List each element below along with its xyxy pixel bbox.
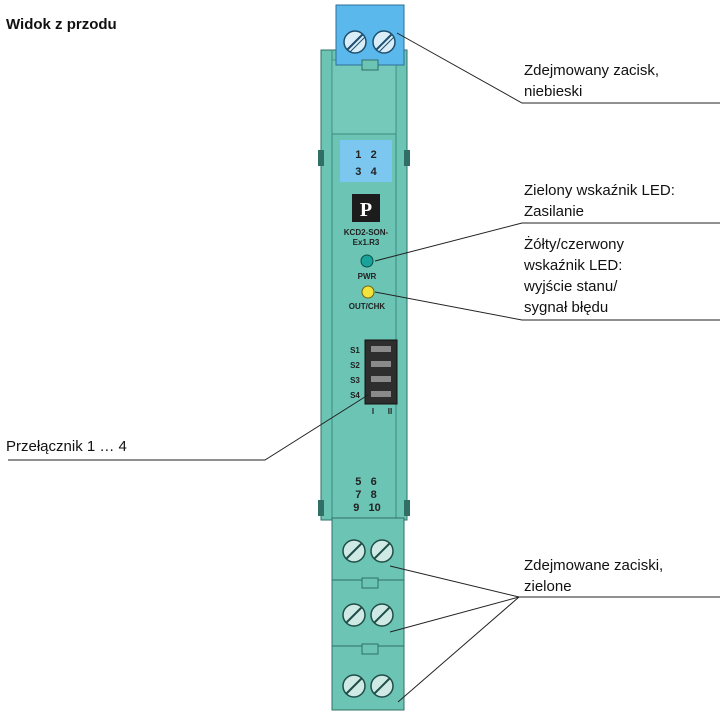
terminal-numbers-bottom-row3: 9 10 — [353, 502, 381, 514]
led-out-label: OUT/CHK — [349, 302, 386, 311]
callout-text: Zasilanie — [524, 203, 585, 220]
blue-terminal-block — [335, 4, 405, 71]
page-title: Widok z przodu — [6, 16, 117, 33]
model-line-1: KCD2-SON- — [344, 228, 389, 237]
terminal-numbers-bottom-row2: 7 8 — [355, 489, 376, 501]
yellow-led — [361, 285, 375, 299]
terminal-numbers-top-row1: 1 2 — [355, 149, 376, 161]
callout-text: wyjście stanu/ — [524, 278, 618, 295]
callout-text: zielone — [524, 578, 572, 595]
callout-text: Zielony wskaźnik LED: — [524, 182, 675, 199]
switch-pos-2: II — [388, 407, 392, 416]
switch-label-s4: S4 — [350, 391, 360, 400]
pepperl-fuchs-logo: P — [352, 194, 380, 222]
callout-switch: Przełącznik 1 … 4 — [6, 436, 127, 457]
switch-pos-1: I — [372, 407, 374, 416]
terminal-label-top — [340, 140, 392, 182]
callout-text: Zdejmowany zacisk, — [524, 62, 660, 79]
leader-lines — [8, 32, 720, 703]
switch-label-s1: S1 — [350, 346, 360, 355]
dip-switch — [364, 339, 398, 405]
logo-letter: P — [360, 199, 372, 221]
led-pwr-label: PWR — [358, 272, 377, 281]
callout-yellow-red-led: Żółty/czerwony wskaźnik LED: wyjście sta… — [524, 234, 624, 318]
terminal-numbers-top-row2: 3 4 — [355, 166, 377, 178]
callout-text: niebieski — [524, 83, 583, 100]
callout-text: sygnał błędu — [524, 299, 609, 316]
callout-green-led: Zielony wskaźnik LED: Zasilanie — [524, 180, 675, 222]
green-terminal-blocks — [331, 517, 405, 711]
callout-text: Żółty/czerwony — [524, 236, 625, 253]
callout-removable-blue-terminal: Zdejmowany zacisk, niebieski — [524, 60, 659, 102]
terminal-numbers-bottom-row1: 5 6 — [355, 476, 376, 488]
switch-label-s2: S2 — [350, 361, 360, 370]
model-line-2: Ex1.R3 — [353, 238, 380, 247]
callout-text: Zdejmowane zaciski, — [524, 557, 664, 574]
callout-text: Przełącznik 1 … 4 — [6, 438, 127, 455]
callout-removable-green-terminals: Zdejmowane zaciski, zielone — [524, 555, 663, 597]
switch-label-s3: S3 — [350, 376, 360, 385]
callout-text: wskaźnik LED: — [524, 257, 623, 274]
green-led — [360, 254, 374, 268]
